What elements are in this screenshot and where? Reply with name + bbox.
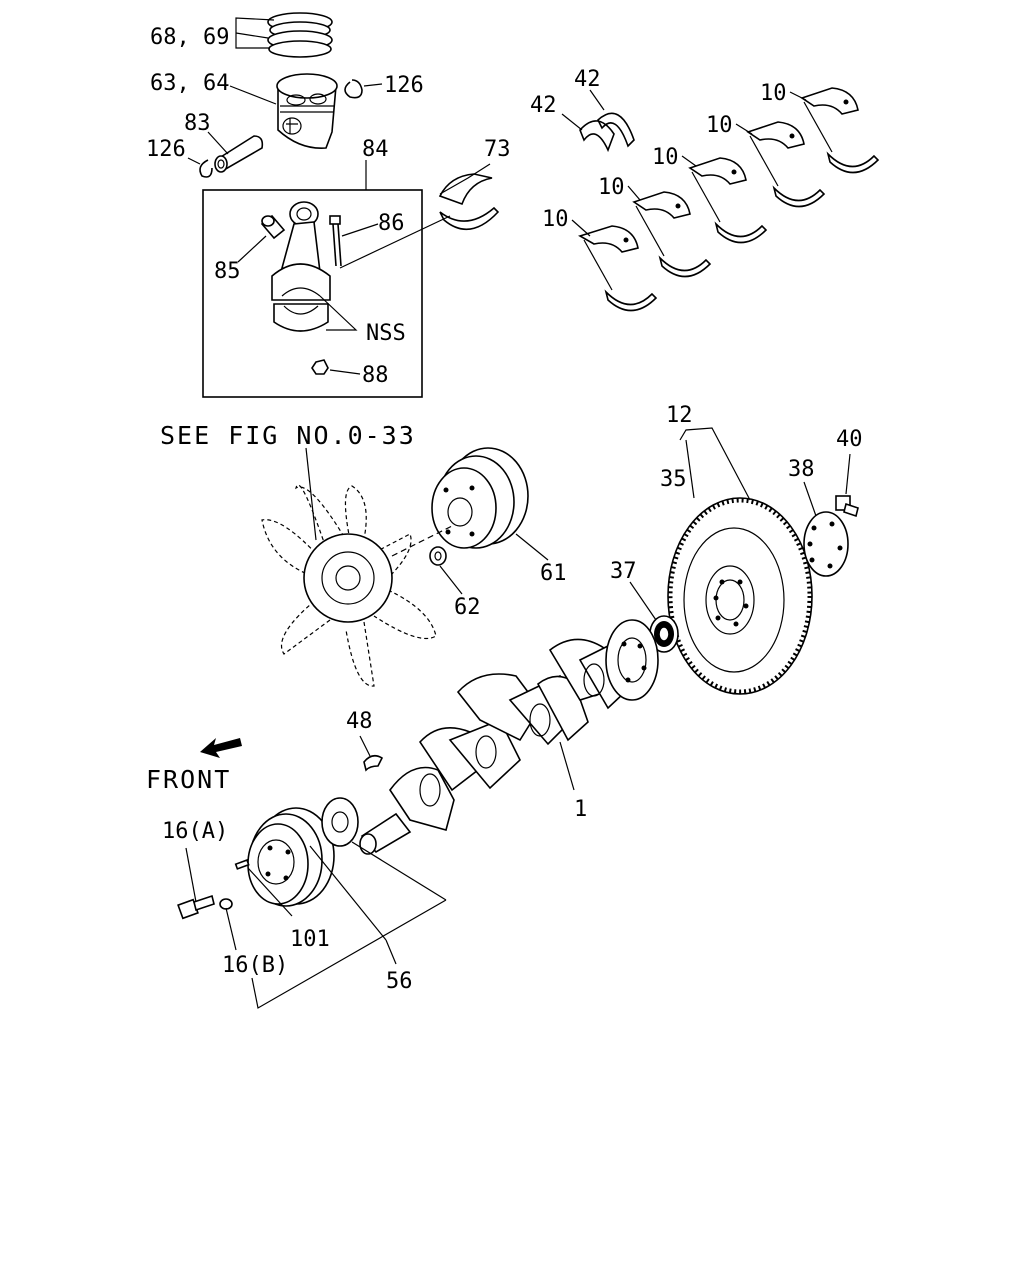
leader-56 xyxy=(251,841,447,1009)
flywheel-plate-drawing xyxy=(803,511,849,577)
piston-rings-drawing xyxy=(267,12,333,58)
leader-48 xyxy=(359,735,371,757)
label-38: 38 xyxy=(788,457,815,482)
pulley-hub-drawing xyxy=(321,797,359,847)
label-126-left: 126 xyxy=(146,137,186,162)
leader-126-left xyxy=(187,157,201,165)
leader-1 xyxy=(559,741,575,791)
leader-nss xyxy=(319,295,358,331)
label-42a: 42 xyxy=(574,67,601,92)
main-bearings-drawing xyxy=(578,87,880,312)
thrust-washers-drawing xyxy=(579,112,635,153)
leader-73-b xyxy=(339,215,451,269)
leader-88 xyxy=(329,369,361,375)
label-85: 85 xyxy=(214,259,241,284)
label-35: 35 xyxy=(660,467,687,492)
label-42b: 42 xyxy=(530,93,557,118)
label-56: 56 xyxy=(386,969,413,994)
label-63-64: 63, 64 xyxy=(150,71,229,96)
label-101: 101 xyxy=(290,927,330,952)
label-126-top: 126 xyxy=(384,73,424,98)
label-73: 73 xyxy=(484,137,511,162)
leader-37 xyxy=(629,581,657,621)
leader-101 xyxy=(247,867,293,917)
bushing-drawing xyxy=(260,214,286,240)
leader-85 xyxy=(237,235,267,263)
label-48: 48 xyxy=(346,709,373,734)
leader-73 xyxy=(439,163,491,195)
label-40: 40 xyxy=(836,427,863,452)
leader-42b xyxy=(561,113,583,131)
label-nss: NSS xyxy=(366,321,406,346)
crank-pulley-drawing xyxy=(247,807,335,907)
leader-68-69 xyxy=(235,17,275,49)
label-68-69: 68, 69 xyxy=(150,25,229,50)
label-16a: 16(A) xyxy=(162,819,228,844)
label-88: 88 xyxy=(362,363,389,388)
snap-ring-top-drawing xyxy=(344,79,363,99)
leader-see-fig xyxy=(305,447,317,541)
front-arrow-icon xyxy=(200,738,242,758)
label-37: 37 xyxy=(610,559,637,584)
pulley-bolt-b-drawing xyxy=(219,898,233,910)
label-62: 62 xyxy=(454,595,481,620)
leader-38 xyxy=(803,481,817,517)
fan-hub-drawing xyxy=(303,533,393,623)
leader-16b xyxy=(225,907,237,951)
leader-86 xyxy=(341,223,379,237)
label-10-2: 10 xyxy=(598,175,625,200)
piston-pin-drawing xyxy=(214,135,264,173)
flywheel-bolt-drawing xyxy=(835,495,859,518)
connecting-rod-drawing xyxy=(271,201,331,332)
rod-bolt-drawing xyxy=(329,215,342,267)
label-10-1: 10 xyxy=(542,207,569,232)
woodruff-key-drawing xyxy=(363,754,384,772)
label-10-3: 10 xyxy=(652,145,679,170)
connecting-rod-box xyxy=(202,189,423,398)
label-10-5: 10 xyxy=(760,81,787,106)
flywheel-drawing xyxy=(667,497,813,695)
leader-83 xyxy=(207,131,229,155)
leader-63-64 xyxy=(229,85,277,105)
snap-ring-left-drawing xyxy=(199,159,213,178)
piston-drawing xyxy=(276,73,338,149)
label-see-fig: SEE FIG NO.0-33 xyxy=(160,421,416,450)
rod-bearing-drawing xyxy=(438,173,500,231)
label-61: 61 xyxy=(540,561,567,586)
crankshaft-drawing xyxy=(359,619,659,855)
leader-126-top xyxy=(363,83,383,87)
spacer-drawing xyxy=(429,546,447,566)
leader-40 xyxy=(845,453,851,495)
fan-pulley-drawing xyxy=(431,447,529,549)
dowel-pins-drawing xyxy=(234,859,250,870)
label-84: 84 xyxy=(362,137,389,162)
label-83: 83 xyxy=(184,111,211,136)
cooling-fan-drawing xyxy=(261,484,437,687)
pulley-bolt-a-drawing xyxy=(177,894,215,920)
label-front: FRONT xyxy=(146,765,231,794)
leader-16a xyxy=(185,847,197,903)
axis-fan xyxy=(391,525,453,557)
rod-nut-drawing xyxy=(311,359,329,375)
pilot-bearing-drawing xyxy=(649,615,679,653)
leaders-10 xyxy=(571,91,807,237)
leader-42a xyxy=(589,89,605,111)
label-1: 1 xyxy=(574,797,587,822)
leader-12 xyxy=(679,427,751,501)
label-10-4: 10 xyxy=(706,113,733,138)
leader-62 xyxy=(439,565,463,595)
label-16b: 16(B) xyxy=(222,953,288,978)
leader-35 xyxy=(685,439,695,499)
label-86: 86 xyxy=(378,211,405,236)
label-12: 12 xyxy=(666,403,693,428)
leader-61 xyxy=(515,533,549,561)
